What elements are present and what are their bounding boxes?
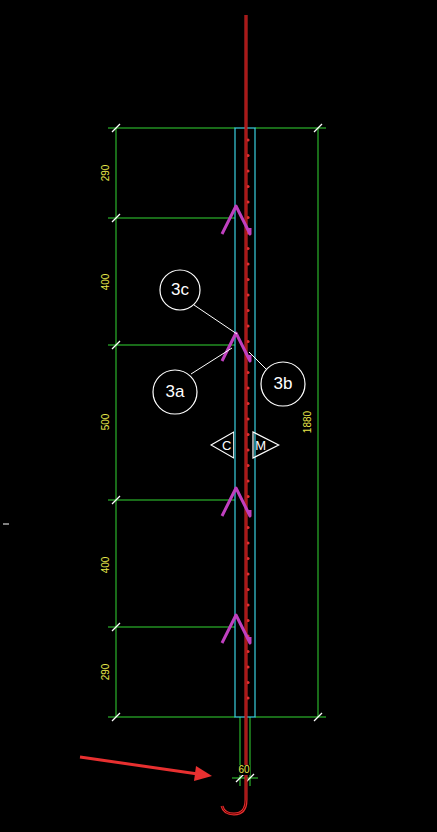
section-mark: M bbox=[252, 431, 280, 459]
callout-number: 3c bbox=[171, 280, 189, 300]
dimension-text: 290 bbox=[101, 664, 111, 681]
vertical-rebar-core bbox=[222, 15, 246, 814]
edge-mark bbox=[3, 524, 9, 525]
callout-number: 3a bbox=[166, 382, 185, 402]
dimension-ticks bbox=[112, 124, 322, 782]
dimension-lines bbox=[108, 128, 326, 786]
section-letter: C bbox=[222, 438, 231, 453]
callout-circle: 3c bbox=[159, 269, 201, 311]
section-mark: C bbox=[210, 431, 235, 459]
dimension-text: 290 bbox=[101, 165, 111, 182]
dimension-text: 500 bbox=[101, 414, 111, 431]
pointer-arrow bbox=[80, 757, 212, 781]
tie-bars bbox=[222, 206, 250, 643]
dimension-text: 400 bbox=[101, 557, 111, 574]
dimension-text: 400 bbox=[101, 274, 111, 291]
vertical-rebar bbox=[222, 15, 246, 814]
dimension-text: 1880 bbox=[303, 411, 313, 433]
dimension-text: 60 bbox=[238, 765, 249, 775]
callout-circle: 3b bbox=[260, 361, 306, 407]
section-letter: M bbox=[255, 438, 266, 453]
leader-lines bbox=[191, 305, 266, 374]
callout-number: 3b bbox=[274, 374, 293, 394]
callout-circle: 3a bbox=[152, 369, 198, 415]
